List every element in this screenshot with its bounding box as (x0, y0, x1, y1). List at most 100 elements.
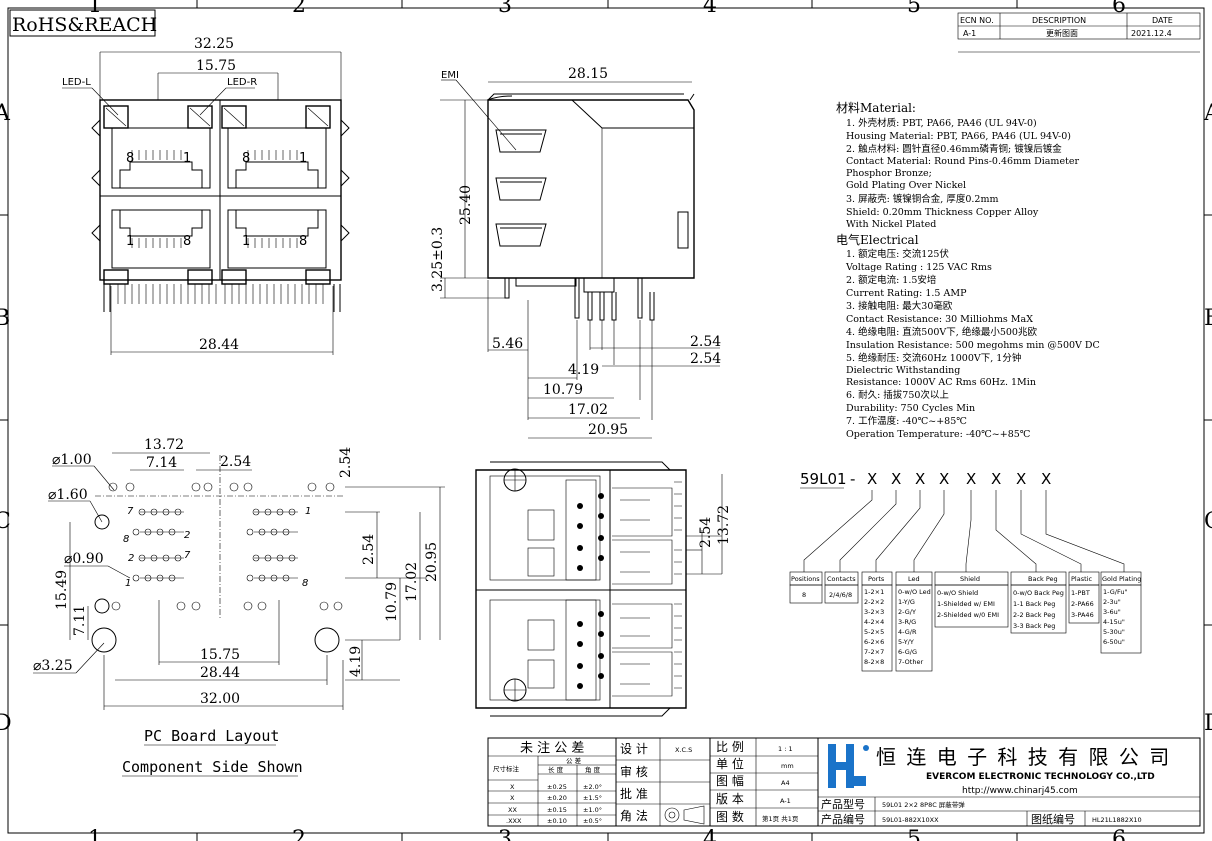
tol-r2-c0: XX (508, 806, 517, 814)
tol-size-label: 尺寸标注 (493, 764, 520, 773)
row-a-r: A (1203, 101, 1212, 126)
rev-ecn: A-1 (963, 29, 976, 38)
box-backpeg-1: 1-1 Back Peg (1013, 600, 1055, 608)
company-name-cn: 恒 连 电 子 科 技 有 限 公 司 (876, 745, 1171, 769)
electrical-line-6: 4. 绝缘电阻: 直流500V下, 绝缘最小500兆欧 (846, 326, 1037, 338)
col-4: 4 (703, 0, 717, 18)
col-2: 2 (292, 0, 306, 18)
pin-1-c: 1 (126, 234, 134, 249)
tb-size: 图 幅 (716, 773, 744, 788)
box-ports-title: Ports (868, 575, 885, 583)
dim-17-02: 17.02 (568, 402, 608, 418)
dim-28-44: 28.44 (199, 337, 239, 353)
pcb-b-32-00: 32.00 (200, 691, 240, 707)
box-gold-1: 2-3u" (1103, 598, 1121, 606)
box-shield-title: Shield (960, 575, 980, 583)
rev-date: 2021.12.4 (1131, 29, 1172, 38)
side-view: EMI 28.15 25.40 3.25±0.3 5.46 (430, 66, 721, 439)
material-line-2: 2. 触点材料: 圆针直径0.46mm磷青铜; 镀镍后镀金 (846, 143, 1062, 155)
box-ports-4: 5-2×5 (864, 628, 884, 636)
tb-scale: 比 例 (716, 740, 744, 754)
row-a: A (0, 101, 11, 126)
box-ports-5: 6-2×6 (864, 638, 884, 646)
box-led-4: 4-G/R (898, 628, 917, 636)
tol-sub-len: 长 度 (548, 765, 564, 774)
box-backpeg-3: 3-3 Back Peg (1013, 622, 1055, 630)
pcb-pin-1a: 1 (305, 506, 311, 517)
col-4b: 4 (703, 827, 717, 841)
pcb-d-13-72: 13.72 (144, 437, 184, 453)
box-ports-6: 7-2×7 (864, 648, 884, 656)
box-backpeg-0: 0-w/O Back Peg (1013, 589, 1064, 597)
tb-code-val: 59L01-882X10XX (882, 816, 939, 824)
part-dash: - (850, 470, 855, 488)
col-6b: 6 (1112, 827, 1126, 841)
part-x6: X (991, 470, 1001, 488)
tol-r2-c1: ±0.15 (547, 806, 567, 814)
tol-r0-c0: X (510, 783, 515, 791)
dim-5-46: 5.46 (492, 336, 523, 352)
tb-design-val: X.C.S (675, 746, 692, 754)
box-gold-4: 5-30u" (1103, 628, 1125, 636)
tb-check: 审 核 (620, 764, 648, 779)
dim-20-95: 20.95 (588, 422, 628, 438)
col-5b: 5 (907, 827, 921, 841)
box-ports-2: 3-2×3 (864, 608, 884, 616)
bottom-dim-13-72: 13.72 (716, 505, 732, 545)
part-x4: X (939, 470, 949, 488)
pcb-d-2-54: 2.54 (220, 454, 251, 470)
box-shield-1: 1-Shielded w/ EMI (937, 600, 995, 608)
pcb-r-17-02: 17.02 (404, 562, 420, 602)
electrical-line-12: Durability: 750 Cycles Min (846, 403, 975, 414)
part-x5: X (966, 470, 976, 488)
emi-label: EMI (441, 70, 459, 81)
material-line-3: Contact Material: Round Pins-0.46mm Diam… (846, 156, 1080, 167)
pcb-pin-1b: 1 (125, 578, 131, 589)
tol-sub-ang: 角 度 (585, 765, 601, 774)
pcb-r-4-19: 4.19 (348, 646, 364, 677)
tb-version-val: A-1 (780, 797, 791, 805)
col-3b: 3 (498, 827, 512, 841)
electrical-line-10: Resistance: 1000V AC Rms 60Hz. 1Min (846, 377, 1036, 388)
tol-r0-c1: ±0.25 (547, 783, 567, 791)
part-x1: X (867, 470, 877, 488)
box-ports-7: 8-2×8 (864, 658, 884, 666)
pcb-subtitle: Component Side Shown (122, 758, 303, 776)
electrical-title: 电气Electrical (836, 232, 919, 247)
box-plastic-title: Plastic (1071, 575, 1092, 583)
row-b-r: B (1204, 306, 1212, 331)
hole-3-25: ⌀3.25 (33, 658, 73, 674)
col-1b: 1 (88, 827, 102, 841)
box-gold-title: Gold Plating (1102, 575, 1141, 583)
pin-8-d: 8 (299, 234, 307, 249)
pin-1-d: 1 (242, 234, 250, 249)
tb-model-val: 59L01 2×2 8P8C 屏蔽带弹 (882, 800, 965, 809)
hole-1-00: ⌀1.00 (52, 452, 92, 468)
hole-0-90: ⌀0.90 (64, 551, 104, 567)
part-x7: X (1016, 470, 1026, 488)
tol-r1-c2: ±1.5° (583, 794, 602, 802)
tb-angle: 角 法 (620, 809, 648, 823)
material-line-0: 1. 外壳材质: PBT, PA66, PA46 (UL 94V-0) (846, 117, 1037, 129)
material-line-7: Shield: 0.20mm Thickness Copper Alloy (846, 207, 1039, 218)
pcb-r-2-54: 2.54 (361, 534, 377, 565)
tol-r3-c2: ±0.5° (583, 817, 602, 825)
col-2b: 2 (292, 827, 306, 841)
pcb-pin-2a: 2 (184, 530, 190, 541)
led-l-label: LED-L (62, 77, 91, 88)
material-line-5: Gold Plating Over Nickel (846, 180, 966, 191)
box-led-6: 6-G/G (898, 648, 917, 656)
pcb-b-15-75: 15.75 (200, 647, 240, 663)
projection-icon (664, 807, 680, 823)
tol-r1-c0: X (510, 794, 515, 802)
electrical-line-2: 2. 额定电流: 1.5安培 (846, 274, 937, 286)
electrical-line-0: 1. 额定电压: 交流125伏 (846, 248, 949, 260)
tol-r3-c1: ±0.10 (547, 817, 567, 825)
tb-dwg-val: HL21L1882X10 (1092, 816, 1142, 824)
rev-h-date: DATE (1152, 16, 1173, 25)
hole-1-60: ⌀1.60 (48, 487, 88, 503)
pcb-layout: 13.72 7.14 2.54 2.54 ⌀1.00 ⌀1.60 ⌀0.90 ⌀… (33, 437, 445, 777)
pcb-pin-8a: 8 (123, 534, 129, 545)
pcb-d-7-14: 7.14 (146, 455, 177, 471)
